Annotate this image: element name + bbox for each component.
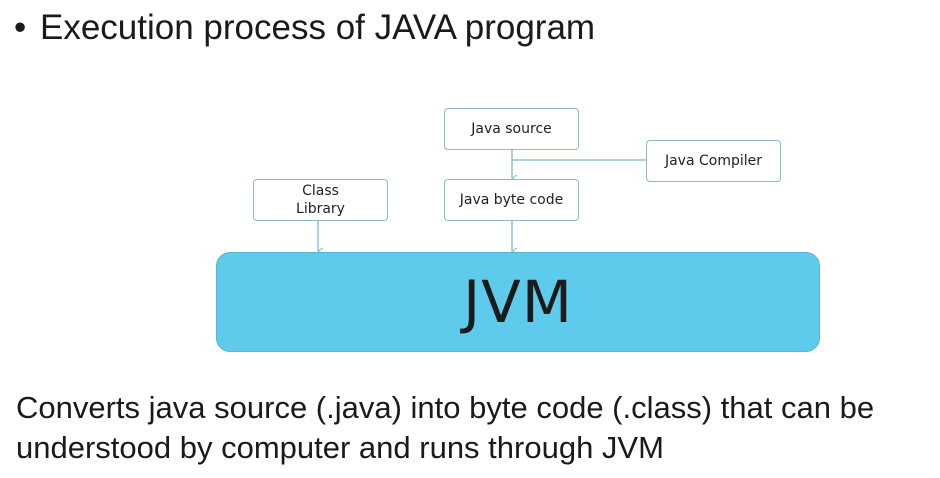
- class-library-box: Class Library: [253, 179, 388, 221]
- jvm-label: JVM: [463, 268, 573, 336]
- slide-title: • Execution process of JAVA program: [14, 6, 595, 50]
- class-library-label-line2: Library: [296, 201, 345, 217]
- java-compiler-label: Java Compiler: [664, 153, 763, 169]
- java-source-box: Java source: [444, 108, 579, 150]
- description-text: Converts java source (.java) into byte c…: [16, 390, 875, 465]
- java-byte-code-label: Java byte code: [459, 192, 564, 208]
- bullet-point: •: [14, 8, 27, 47]
- java-source-label: Java source: [471, 121, 552, 137]
- slide-title-text: Execution process of JAVA program: [40, 8, 596, 47]
- jvm-block: JVM: [216, 252, 820, 352]
- java-compiler-box: Java Compiler: [646, 140, 781, 182]
- java-byte-code-box: Java byte code: [444, 179, 579, 221]
- class-library-label-line1: Class: [302, 183, 339, 199]
